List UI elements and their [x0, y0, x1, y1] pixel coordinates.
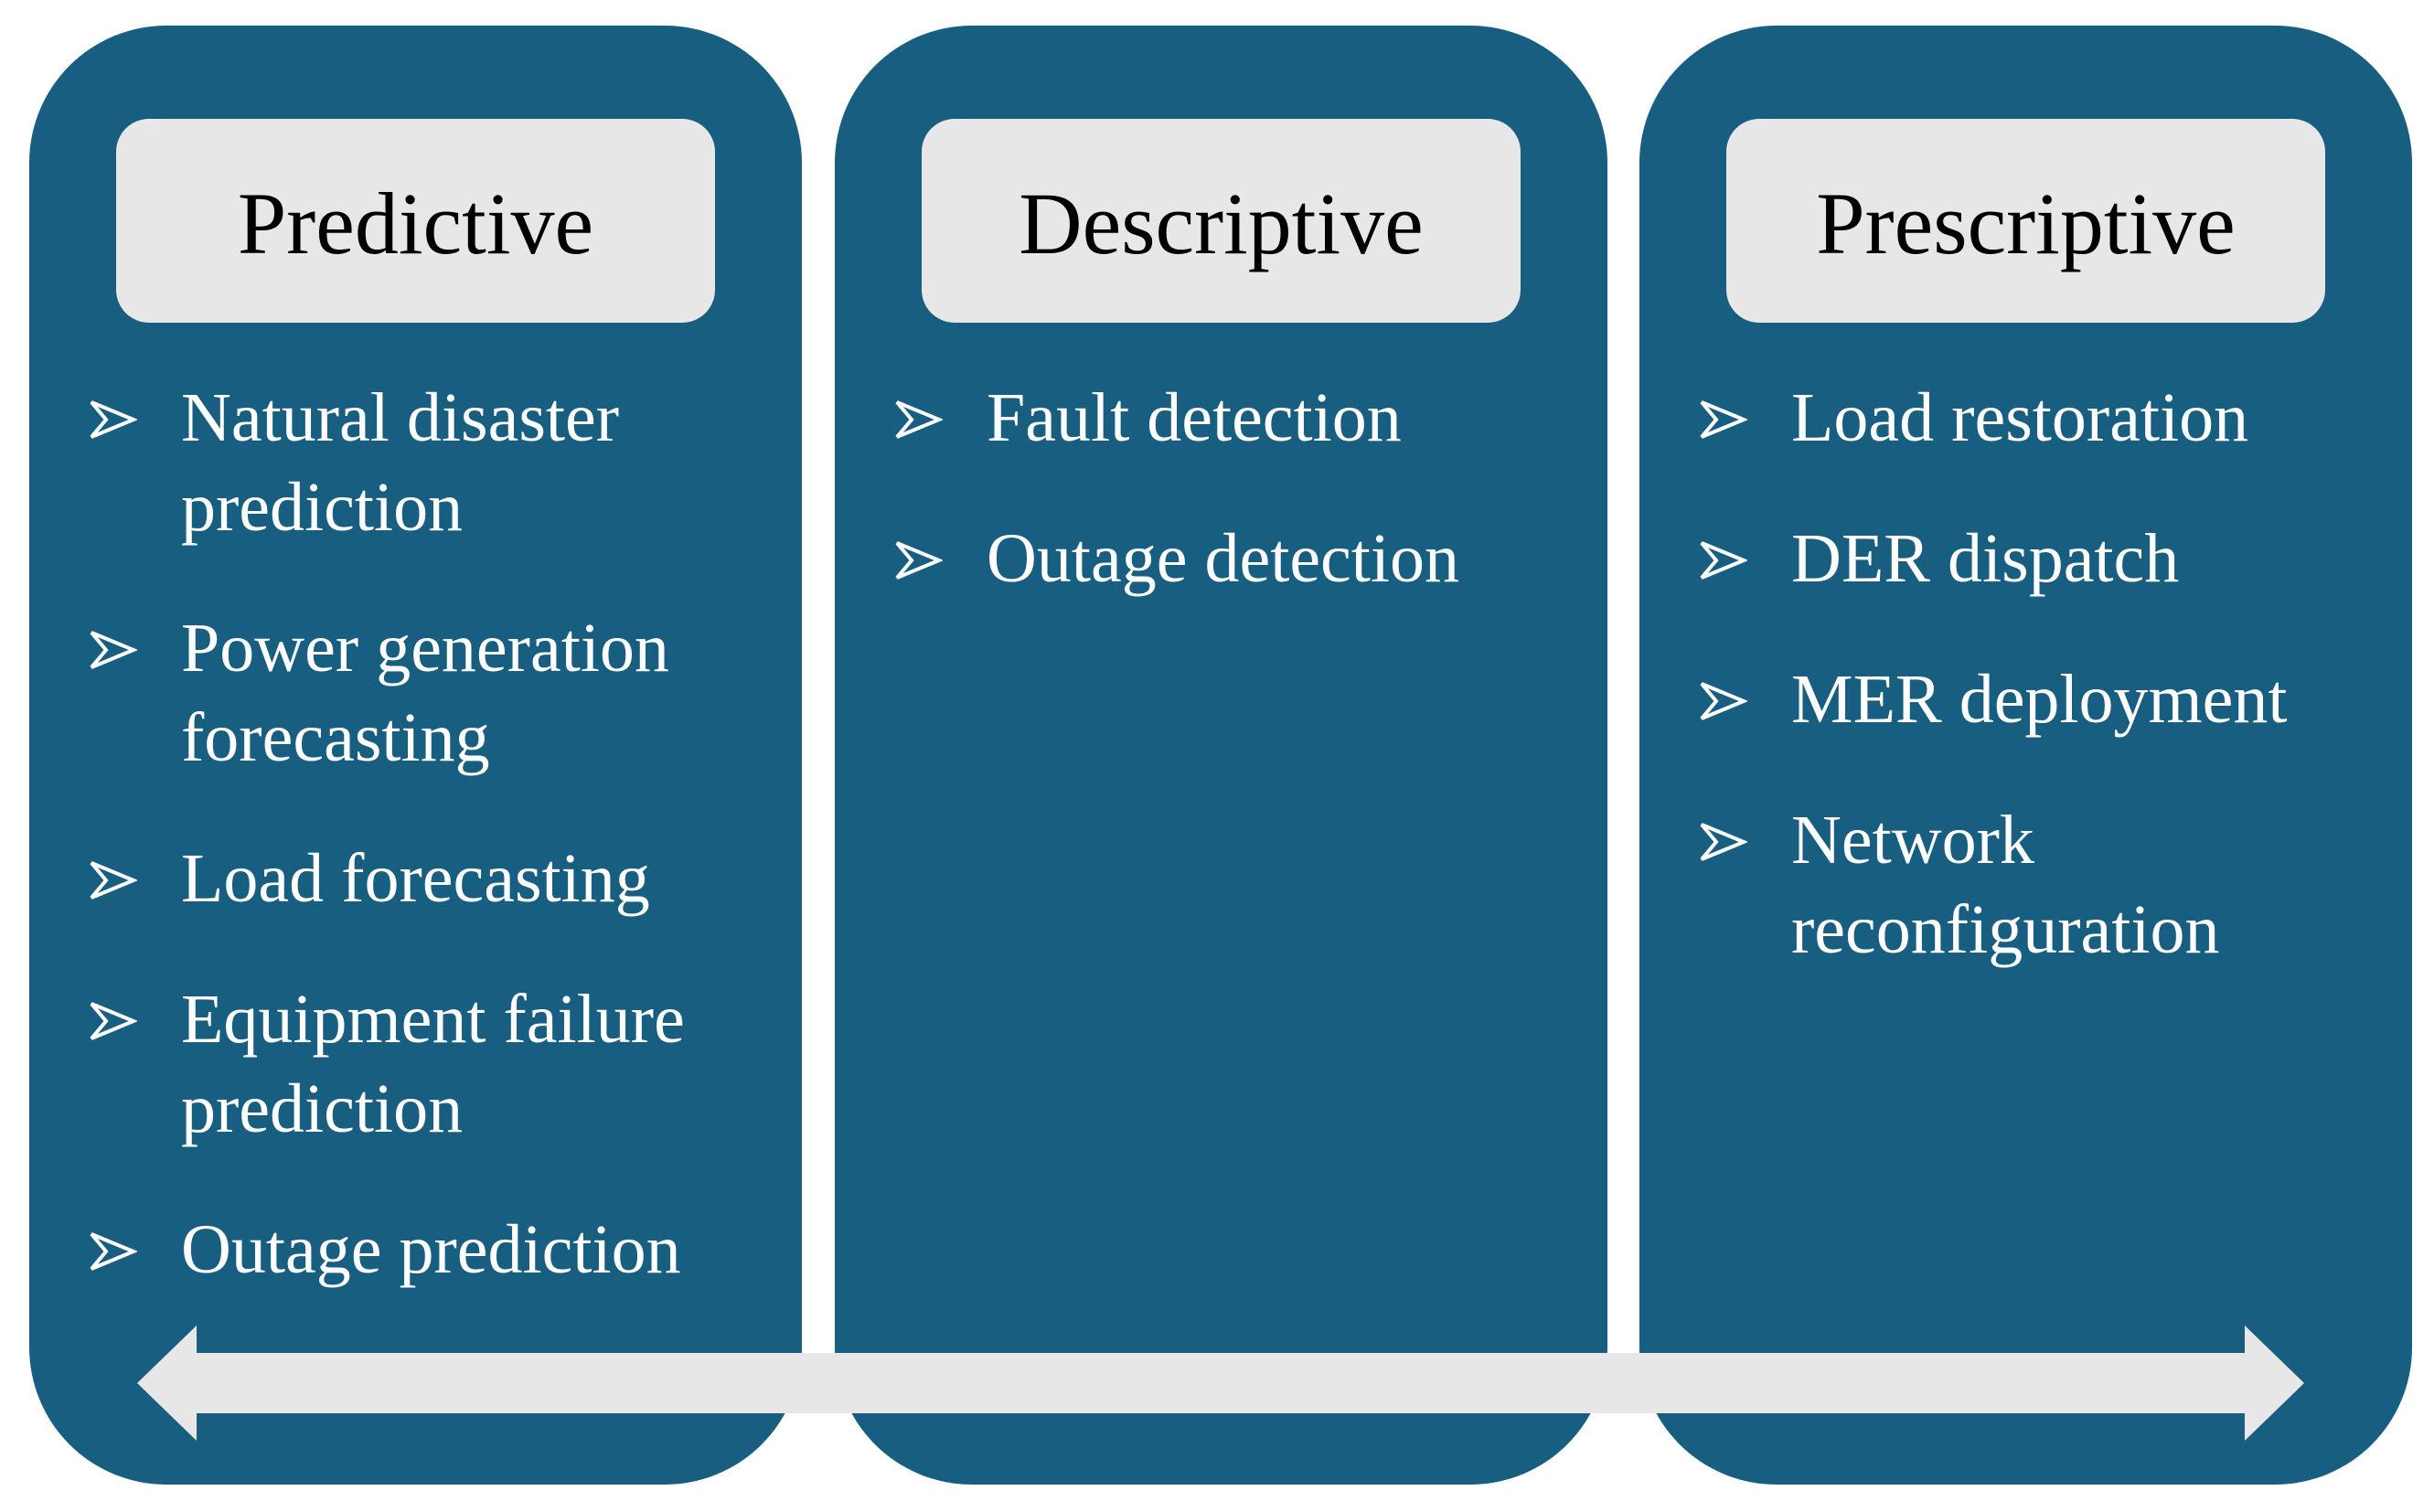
list-item: Power generation forecasting [64, 603, 786, 783]
arrowhead-bullet-icon [895, 400, 943, 439]
list-item-text: Outage prediction [181, 1211, 681, 1288]
list-item: DER dispatch [1674, 514, 2397, 603]
list-item-text: Network reconfiguration [1791, 802, 2220, 968]
list-item-text: Load restoration [1791, 379, 2249, 456]
list-item: MER deployment [1674, 655, 2397, 744]
column-header-box: Prescriptive [1726, 119, 2325, 323]
list-item: Load restoration [1674, 373, 2397, 463]
column-title: Prescriptive [1816, 174, 2236, 272]
list-item: Natural disaster prediction [64, 373, 786, 552]
list-item-text: Power generation forecasting [181, 610, 669, 776]
bullet-list: Fault detection Outage detection [870, 373, 1592, 655]
list-item: Outage detection [870, 514, 1592, 603]
list-item: Fault detection [870, 373, 1592, 463]
column-predictive: Predictive Natural disaster prediction P… [29, 26, 802, 1485]
list-item-text: Fault detection [987, 379, 1402, 456]
list-item: Network reconfiguration [1674, 795, 2397, 974]
list-item: Equipment failure prediction [64, 974, 786, 1154]
arrowhead-bullet-icon [1700, 823, 1747, 861]
column-header-box: Descriptive [922, 119, 1521, 323]
column-descriptive: Descriptive Fault detection Outage detec… [835, 26, 1607, 1485]
bullet-list: Natural disaster prediction Power genera… [64, 373, 786, 1346]
column-title: Descriptive [1019, 174, 1424, 272]
list-item-text: Equipment failure prediction [181, 981, 685, 1147]
arrowhead-bullet-icon [1700, 400, 1747, 439]
arrowhead-bullet-icon [90, 861, 137, 900]
column-header-box: Predictive [116, 119, 715, 323]
arrowhead-bullet-icon [90, 631, 137, 669]
list-item-text: Load forecasting [181, 840, 650, 917]
arrowhead-bullet-icon [1700, 541, 1747, 580]
list-item-text: DER dispatch [1791, 520, 2180, 597]
arrowhead-bullet-icon [90, 1232, 137, 1271]
arrowhead-bullet-icon [1700, 682, 1747, 720]
arrowhead-bullet-icon [90, 400, 137, 439]
list-item: Load forecasting [64, 834, 786, 923]
list-item-text: Natural disaster prediction [181, 379, 620, 546]
list-item-text: Outage detection [987, 520, 1460, 597]
list-item: Outage prediction [64, 1205, 786, 1294]
column-title: Predictive [237, 174, 594, 272]
arrowhead-bullet-icon [895, 541, 943, 580]
arrowhead-bullet-icon [90, 1002, 137, 1040]
bullet-list: Load restoration DER dispatch MER deploy… [1674, 373, 2397, 1026]
list-item-text: MER deployment [1791, 661, 2288, 738]
column-prescriptive: Prescriptive Load restoration DER dispat… [1639, 26, 2412, 1485]
